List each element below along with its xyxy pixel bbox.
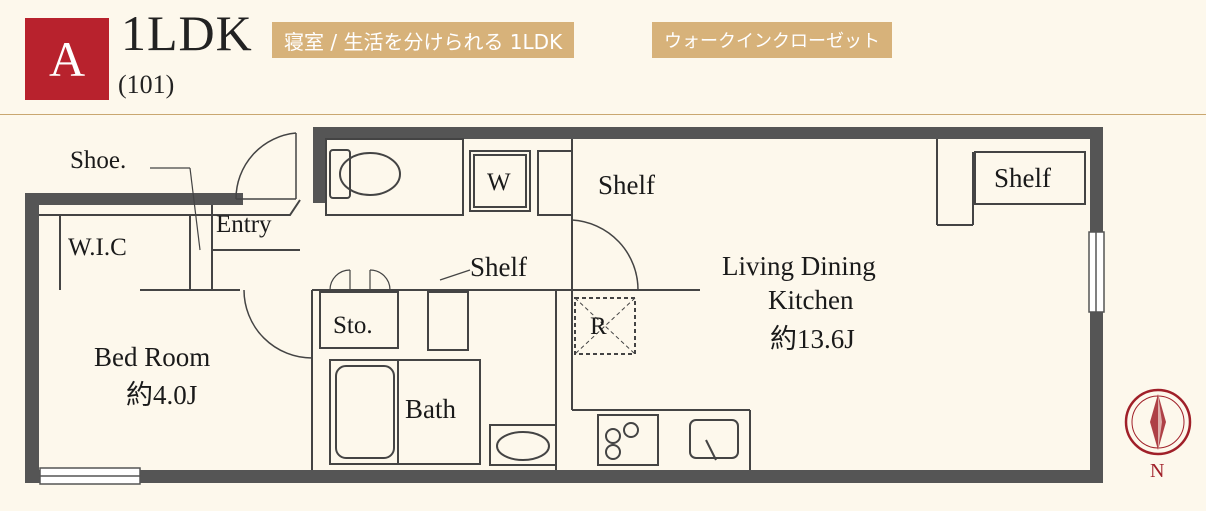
- room-number: (101): [118, 70, 175, 99]
- entry-label: Entry: [216, 211, 272, 238]
- walk-in-closet-label: W.I.C: [68, 234, 127, 261]
- washer-label: W: [487, 169, 511, 196]
- shoe-closet-label: Shoe.: [70, 147, 127, 174]
- header-divider: [0, 114, 1206, 115]
- bedroom-size: 約4.0J: [126, 380, 198, 410]
- shelf-label-middle: Shelf: [470, 252, 527, 282]
- window-right: [1088, 231, 1105, 313]
- feature-tag-layout: 寝室 / 生活を分けられる 1LDK: [272, 22, 575, 58]
- window-bottom: [39, 467, 141, 485]
- compass: N: [1122, 380, 1202, 490]
- type-badge: A: [25, 18, 109, 100]
- storage-label: Sto.: [333, 312, 373, 339]
- ldk-label-line2: Kitchen: [768, 285, 854, 315]
- compass-north-label: N: [1150, 460, 1165, 482]
- interior-walls: [39, 132, 1086, 470]
- refrigerator-label: R: [590, 313, 607, 340]
- bedroom-label: Bed Room: [94, 342, 211, 372]
- ldk-label-line1: Living Dining: [722, 251, 876, 281]
- shelf-label-top: Shelf: [598, 170, 655, 200]
- bath-label: Bath: [405, 394, 456, 424]
- compass-icon: [1124, 388, 1192, 456]
- layout-type-title: 1LDK: [121, 5, 253, 61]
- shelf-label-right: Shelf: [994, 163, 1051, 193]
- outer-walls: [25, 127, 1103, 483]
- feature-tag-closet: ウォークインクローゼット: [652, 22, 892, 58]
- ldk-size: 約13.6J: [770, 324, 855, 354]
